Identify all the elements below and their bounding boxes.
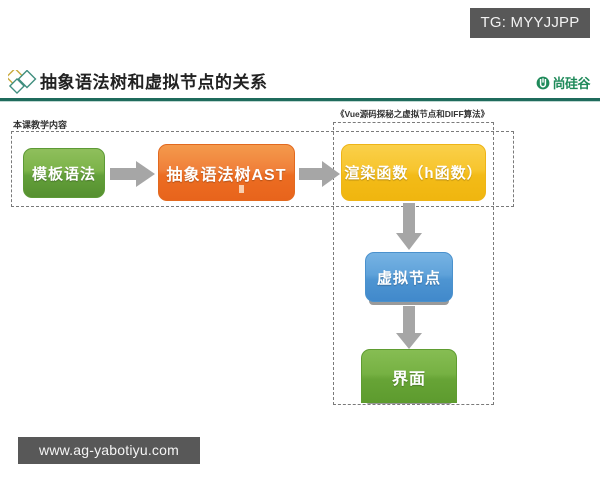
u-mark-icon [536, 76, 550, 90]
diamond-icon [5, 67, 38, 96]
group-label-course: 本课教学内容 [13, 120, 68, 130]
group-box-vue [333, 122, 494, 405]
flow-node-ui[interactable]: 界面 [361, 349, 457, 403]
site-watermark: www.ag-yabotiyu.com [18, 437, 200, 464]
slide-header [0, 62, 600, 100]
brand-name: 尚硅谷 [552, 76, 590, 91]
flow-node-ast[interactable]: 抽象语法树AST [158, 144, 295, 201]
header-rule [0, 98, 600, 101]
arrow-render-to-vnode [396, 203, 422, 256]
telegram-watermark: TG: MYYJJPP [470, 8, 590, 38]
flow-node-template-syntax[interactable]: 模板语法 [23, 148, 105, 198]
arrow-template-to-ast [110, 161, 156, 192]
flow-node-render-function[interactable]: 渲染函数（h函数） [341, 144, 486, 201]
group-box-course [11, 131, 514, 207]
cursor-artifact [239, 185, 244, 193]
arrow-vnode-to-ui [396, 306, 422, 355]
flow-node-virtual-node[interactable]: 虚拟节点 [365, 252, 453, 302]
header-rule-secondary [0, 101, 600, 102]
group-label-vue: 《Vue源码探秘之虚拟节点和DIFF算法》 [336, 109, 490, 119]
brand-logo: 尚硅谷 [536, 73, 590, 92]
arrow-ast-to-render [299, 161, 341, 192]
page-title: 抽象语法树和虚拟节点的关系 [40, 73, 268, 92]
